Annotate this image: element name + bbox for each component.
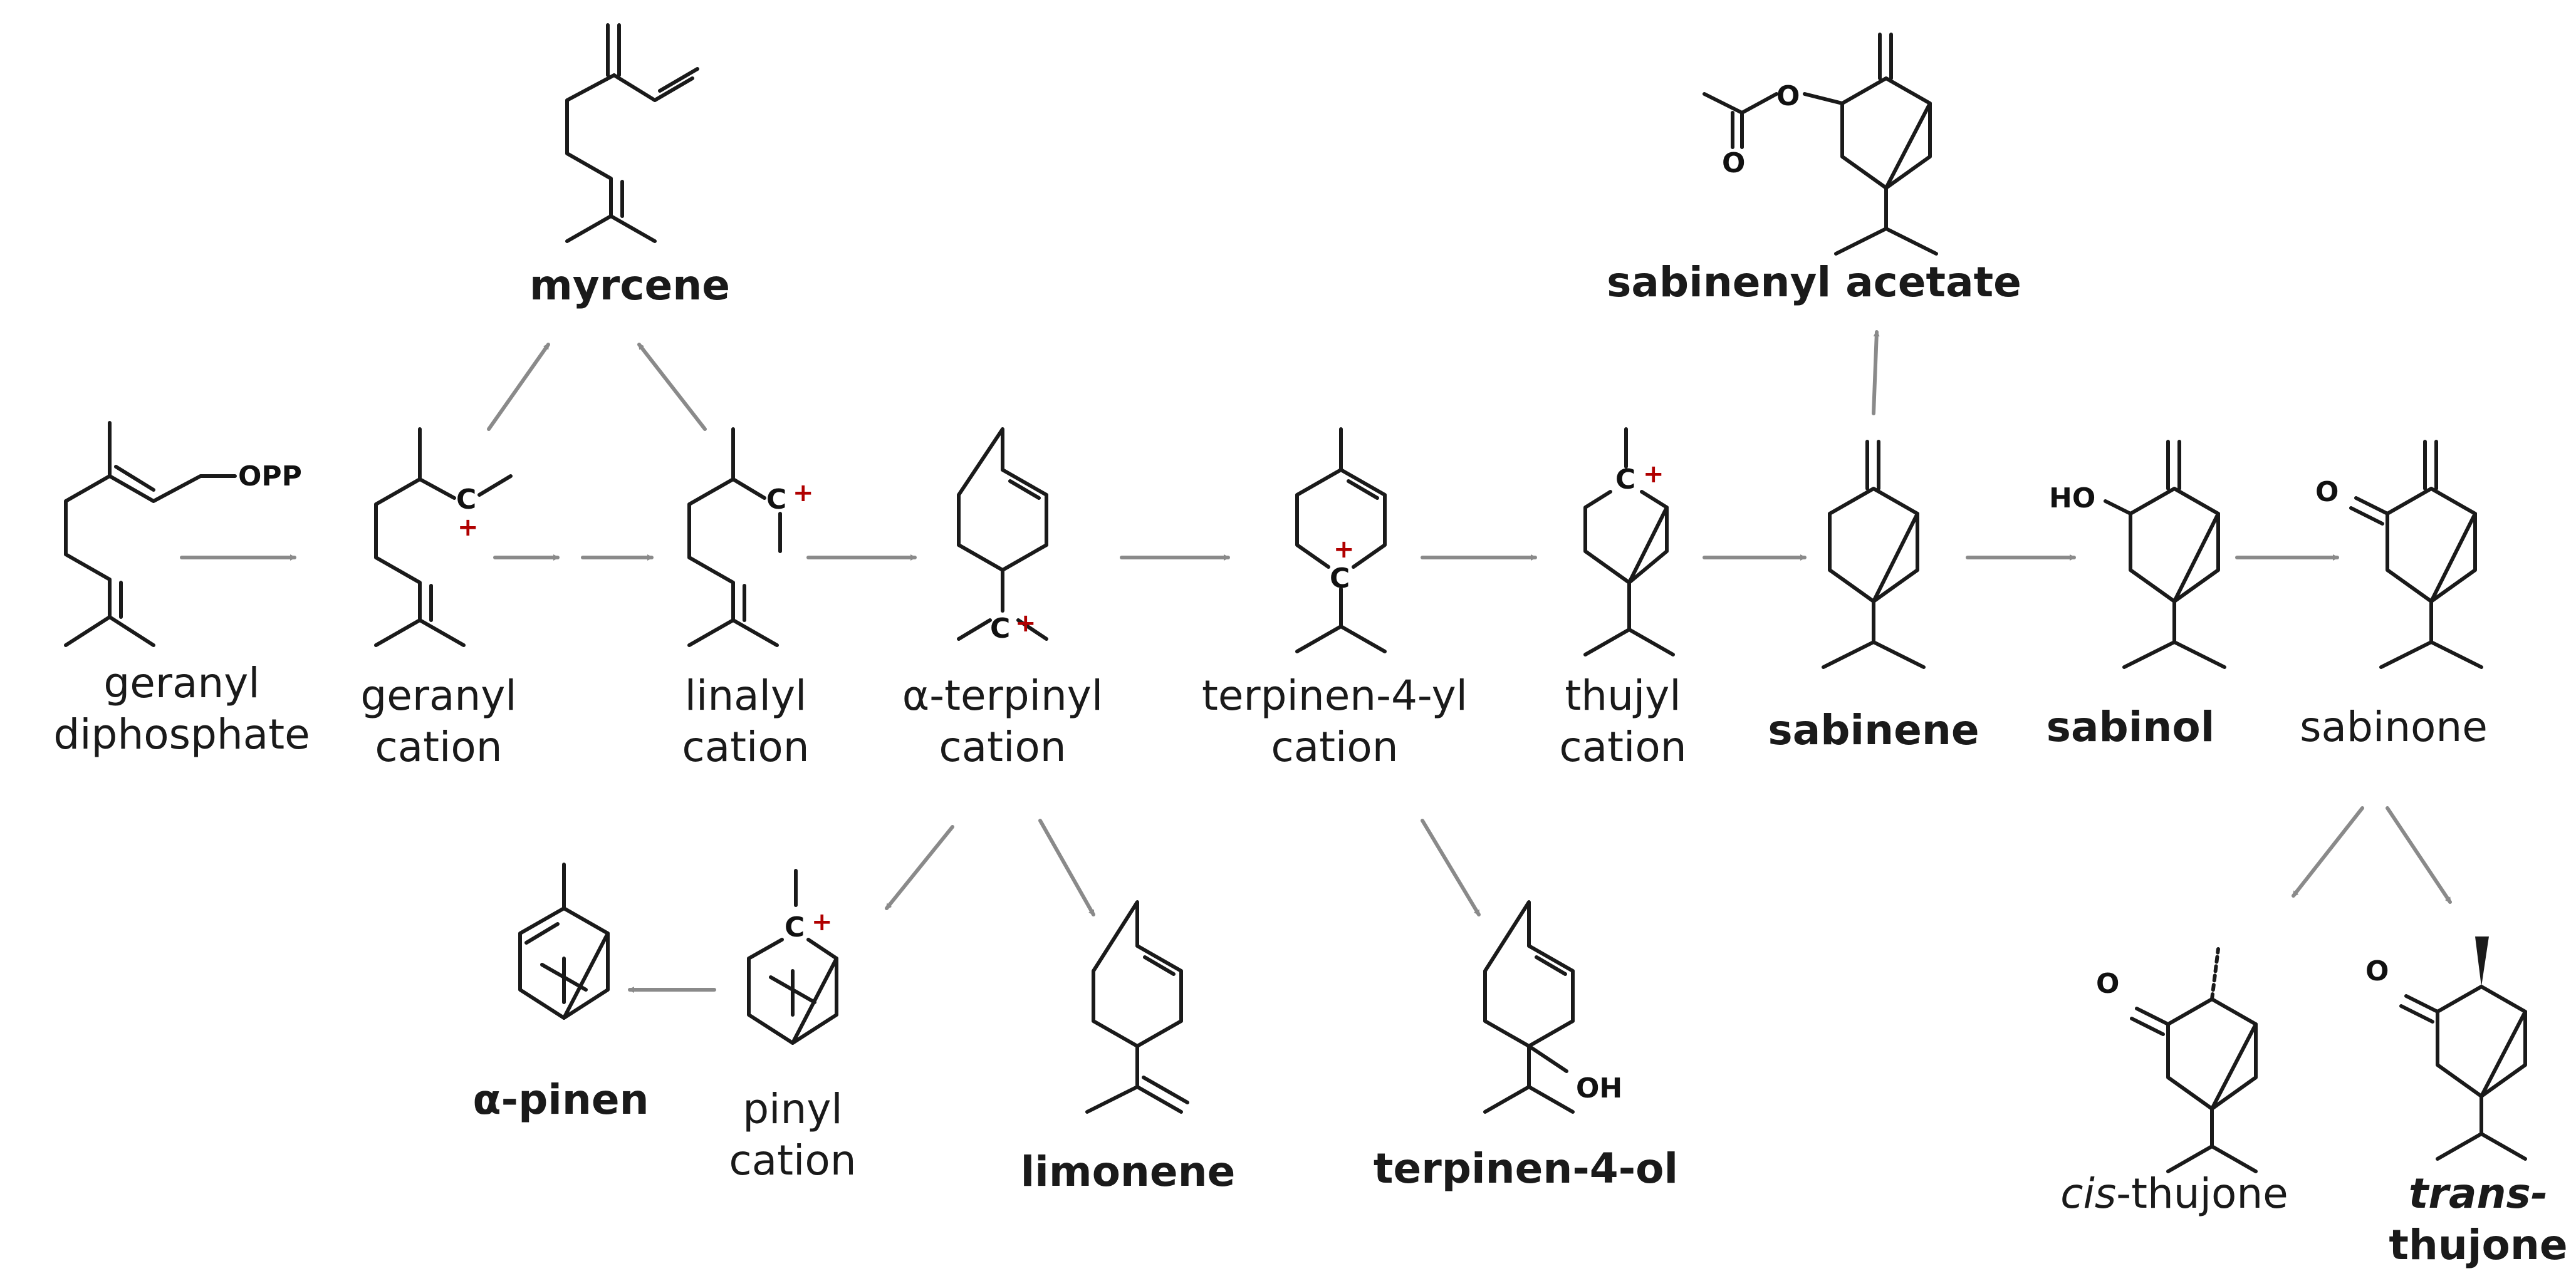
arrow-sabinene-to-acetate (1872, 330, 1880, 415)
label-sabinenyl-acetate: sabinenyl acetate (1607, 258, 2021, 306)
structure-sabinene (1822, 440, 1926, 669)
atom-oh: OH (1576, 1072, 1622, 1104)
arrow-geranyl-to-myrcene (487, 343, 550, 431)
charge-plus: + (1643, 460, 1664, 489)
label-cis-thujone: cis-thujone (2060, 1168, 2288, 1220)
structure-myrcene (565, 23, 699, 243)
label-prefix: trans- (2389, 1168, 2567, 1220)
label-limonene: limonene (1020, 1148, 1236, 1196)
atom-oxygen: O (2365, 955, 2389, 987)
label-line2: cation (375, 723, 503, 771)
arrow-terpinen4yl-to-terpinen4ol (1421, 819, 1481, 916)
atom-oxygen-carbonyl: O (1722, 147, 1745, 179)
label-sabinene: sabinene (1768, 706, 1979, 754)
label-thujyl-cation: thujyl cation (1559, 670, 1686, 773)
structure-terpinen4ol: OH (1483, 900, 1622, 1114)
structure-terpinyl-cation: C + (957, 427, 1048, 645)
label-line2: cation (729, 1136, 857, 1185)
atom-c-plus: C (990, 613, 1010, 645)
arrow-sabinone-to-trans (2386, 806, 2452, 904)
arrow-sabinone-to-cis (2292, 806, 2364, 898)
label-line2: cation (1271, 723, 1399, 771)
structure-limonene (1085, 900, 1189, 1114)
charge-plus: + (1015, 609, 1036, 638)
atom-c-plus: C (785, 911, 805, 943)
label-terpinen4yl-cation: terpinen-4-yl cation (1202, 670, 1468, 773)
label-trans-thujone: trans- thujone (2389, 1168, 2567, 1271)
label-terpinyl-cation: α-terpinyl cation (902, 670, 1103, 773)
label-geranyl-diphosphate: geranyl diphosphate (53, 658, 310, 760)
charge-plus: + (1333, 535, 1355, 564)
label-prefix-text: trans- (2408, 1170, 2548, 1218)
label-line1: geranyl (360, 672, 517, 720)
label-geranyl-cation: geranyl cation (360, 670, 516, 773)
structure-sabinol: HO (2049, 440, 2226, 669)
structure-thujyl-cation: C + (1583, 427, 1675, 656)
arrow-terpinyl-to-limonene (1038, 819, 1095, 916)
structure-pinyl-cation: C + (747, 869, 838, 1045)
label-line2: diphosphate (53, 710, 310, 759)
label-line1: terpinen-4-yl (1202, 672, 1468, 720)
atom-c-plus: C (766, 484, 786, 516)
structure-geranyl-diphosphate: OPP (64, 421, 302, 647)
label-pinyl-cation: pinyl cation (729, 1084, 856, 1186)
structure-alpha-pinene (518, 863, 610, 1020)
structure-terpinen4yl-cation: C + (1295, 427, 1387, 653)
label-line1: geranyl (103, 659, 260, 707)
structure-sabinenyl-acetate: O O (1703, 33, 1938, 256)
label-line1: thujyl (1565, 672, 1681, 720)
atom-oxygen: O (2315, 476, 2339, 508)
atom-oxygen: O (2096, 968, 2119, 1000)
atom-c-plus: C (1330, 563, 1350, 594)
atom-oxygen-ester: O (1776, 80, 1800, 112)
atom-opp: OPP (238, 460, 302, 492)
label-main: thujone (2389, 1221, 2568, 1269)
label-sabinol: sabinol (2046, 703, 2215, 751)
label-line2: cation (682, 723, 810, 771)
charge-plus: + (457, 513, 479, 542)
atom-c-plus: C (1615, 464, 1635, 495)
atom-c-plus: C (456, 484, 476, 516)
structure-cis-thujone: O (2096, 947, 2258, 1173)
label-alpha-pinene: α-pinen (472, 1076, 649, 1124)
structure-geranyl-cation: C + (374, 427, 513, 647)
label-line1: α-terpinyl (902, 672, 1103, 720)
label-line1: linalyl (684, 672, 807, 720)
label-terpinen4ol: terpinen-4-ol (1373, 1144, 1679, 1193)
label-myrcene: myrcene (529, 261, 730, 309)
label-line1: pinyl (743, 1085, 843, 1133)
label-prefix: cis (2060, 1170, 2117, 1218)
structure-linalyl-cation: C + (687, 427, 814, 647)
atom-ho: HO (2049, 482, 2095, 514)
reaction-arrows (180, 330, 2452, 993)
structure-sabinone: O (2315, 440, 2483, 669)
label-line2: cation (1559, 723, 1687, 771)
arrow-linalyl-to-myrcene (637, 343, 707, 431)
charge-plus: + (811, 908, 833, 936)
label-line2: cation (939, 723, 1066, 771)
arrow-terpinyl-to-pinyl (885, 825, 954, 910)
label-sabinone: sabinone (2300, 703, 2488, 751)
structure-trans-thujone: O (2365, 936, 2527, 1161)
charge-plus: + (793, 479, 814, 507)
label-linalyl-cation: linalyl cation (682, 670, 809, 773)
label-main: -thujone (2116, 1170, 2288, 1218)
wedge-bond (2475, 936, 2489, 987)
